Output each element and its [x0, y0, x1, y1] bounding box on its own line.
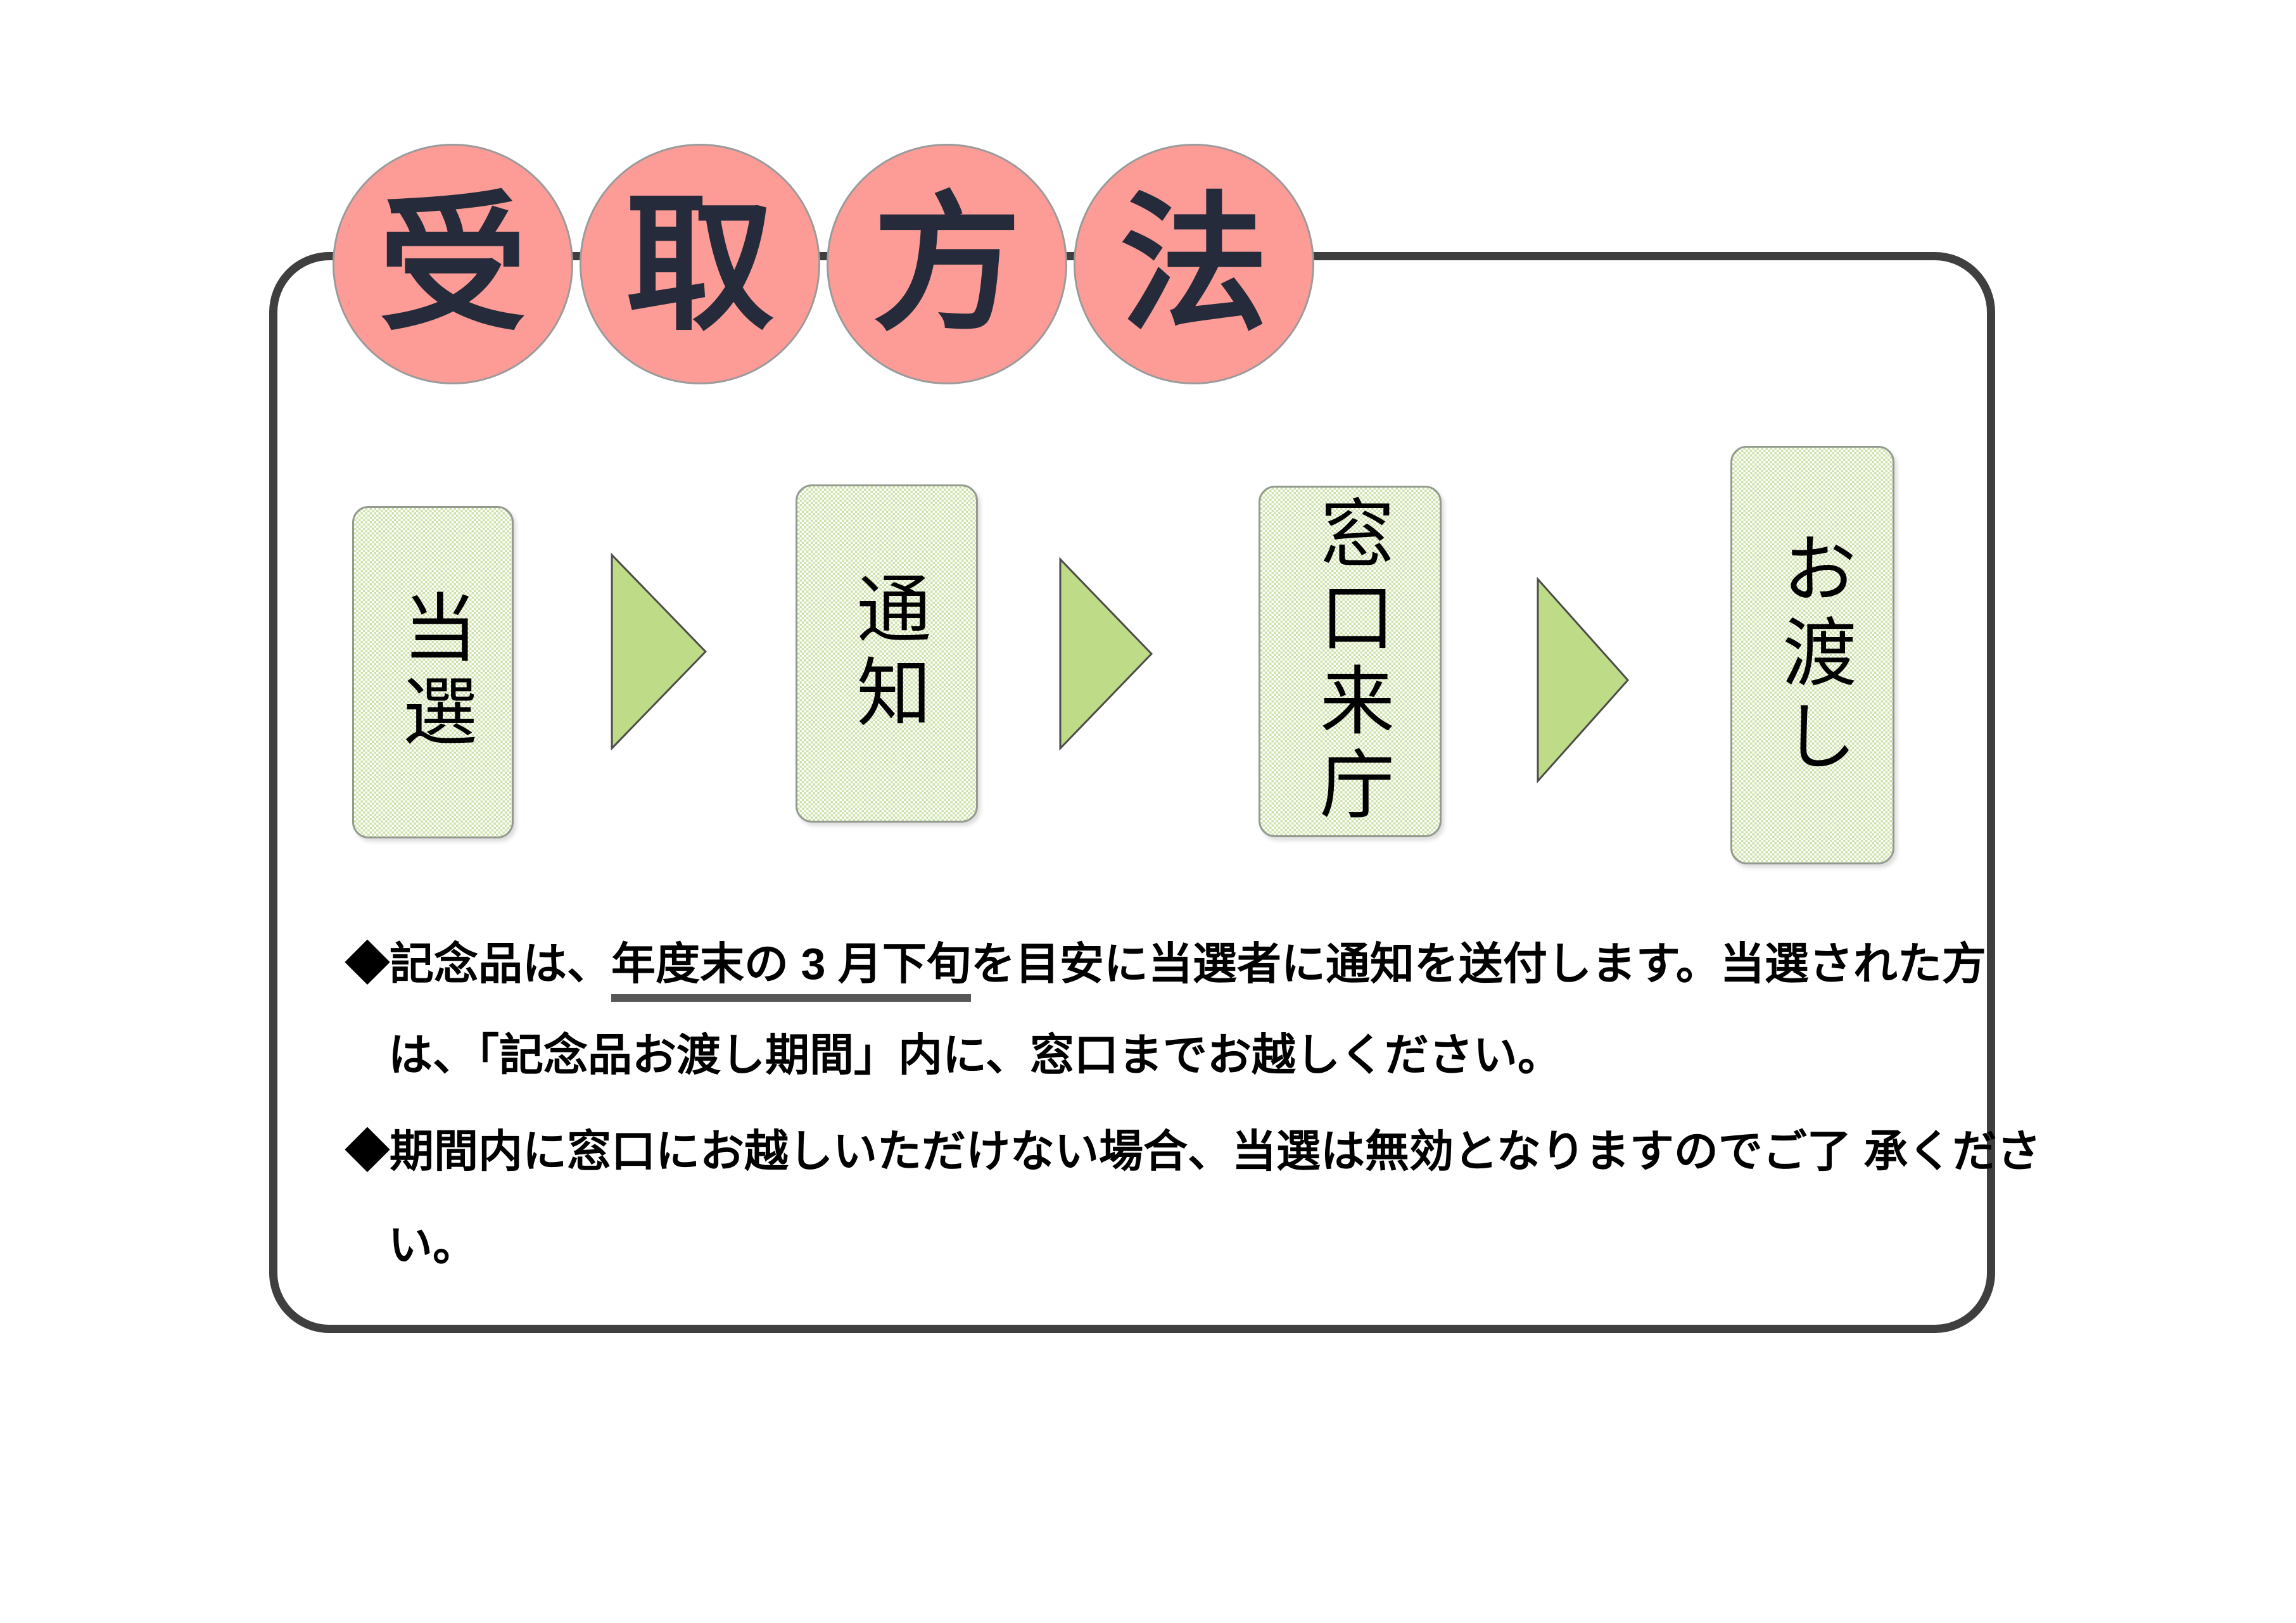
note-text: を目安に当選者に通知を送付します。当選された方	[970, 939, 1986, 988]
flow-step-notification: 通知	[796, 484, 978, 823]
flow-step-label: 通知	[845, 570, 929, 737]
right-arrow-icon	[1058, 555, 1153, 752]
note-2-line-2: い。	[388, 1221, 477, 1270]
content-panel-border	[269, 252, 1995, 1333]
flow-step-label: 窓口来庁	[1308, 494, 1392, 829]
flow-step-win: 当選	[352, 506, 514, 838]
note-text: い。	[388, 1220, 477, 1270]
flow-step-handover: お渡し	[1730, 446, 1894, 864]
right-arrow-icon	[610, 551, 707, 752]
title-circle-3: 方	[827, 144, 1067, 384]
flow-step-label: 当選	[391, 588, 475, 756]
note-1-line-1: ◆記念品は、年度末の 3 月下旬を目安に当選者に通知を送付します。当選された方	[345, 939, 1986, 1002]
note-text: 期間内に窓口にお越しいただけない場合、当選は無効となりますのでご了 承くださ	[390, 1127, 2041, 1176]
flow-step-visit-counter: 窓口来庁	[1259, 486, 1442, 837]
right-arrow-icon	[1536, 575, 1630, 785]
flow-step-label: お渡し	[1770, 529, 1855, 781]
note-text-underlined: 年度末の 3 月下旬	[611, 939, 971, 1002]
title-circle-1: 受	[333, 144, 573, 384]
note-1-line-2: は、「記念品お渡し期間」内に、窓口までお越しください。	[388, 1031, 1562, 1080]
note-2-line-1: ◆期間内に窓口にお越しいただけない場合、当選は無効となりますのでご了 承くださ	[345, 1127, 2041, 1176]
diamond-bullet-icon: ◆	[345, 1127, 390, 1176]
note-text: 記念品は、	[390, 939, 611, 988]
note-text: は、「記念品お渡し期間」内に、窓口までお越しください。	[388, 1030, 1562, 1080]
title-character: 取	[625, 180, 775, 348]
title-circle-4: 法	[1074, 144, 1314, 384]
diamond-bullet-icon: ◆	[345, 939, 390, 988]
title-character: 方	[872, 180, 1022, 348]
title-character: 法	[1119, 180, 1269, 348]
title-character: 受	[378, 180, 528, 348]
title-circle-2: 取	[580, 144, 820, 384]
